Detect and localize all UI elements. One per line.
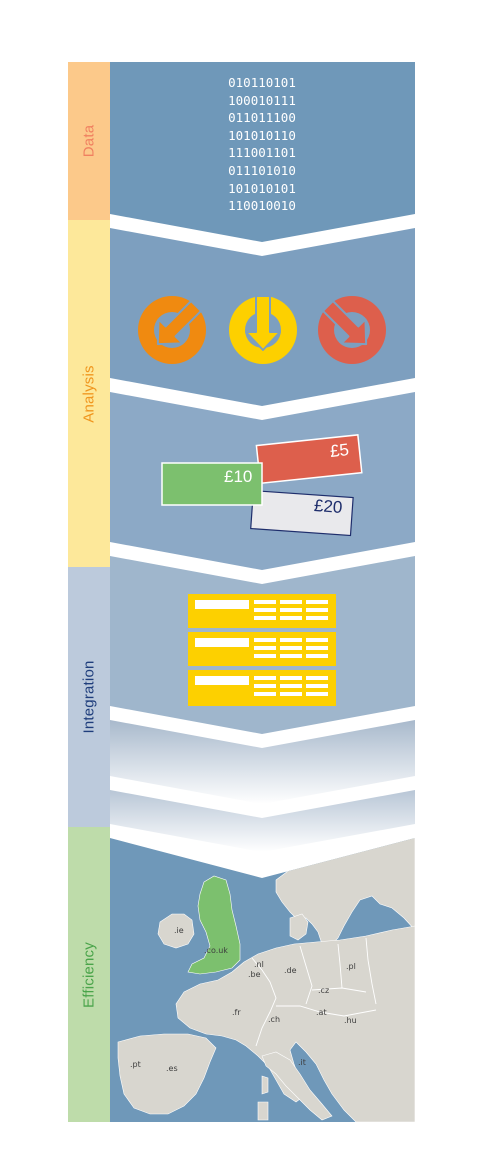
country-code-pl: .pl	[346, 962, 356, 971]
table-icon-1	[188, 594, 336, 628]
country-code-es: .es	[166, 1064, 178, 1073]
country-code-hu: .hu	[344, 1016, 357, 1025]
yellow-arrow-icon	[229, 295, 297, 364]
price-card-20-label: £20	[313, 496, 344, 517]
table-icon-3	[188, 670, 336, 706]
binary-line: 011101010	[228, 162, 296, 178]
arrow-icon-row	[138, 295, 386, 364]
europe-map	[110, 838, 415, 1122]
price-card-10-label: £10	[224, 467, 253, 486]
map-great-britain	[187, 875, 241, 975]
chevron-data	[110, 62, 415, 242]
map-italy	[261, 1051, 333, 1121]
red-arrow-icon	[318, 296, 386, 364]
country-code-pt: .pt	[130, 1060, 141, 1069]
country-code-be: .be	[248, 970, 261, 979]
map-ireland	[157, 913, 195, 949]
table-icon-2	[188, 632, 336, 666]
binary-line: 101010110	[228, 127, 296, 143]
country-code-fr: .fr	[232, 1008, 241, 1017]
country-code-nl: .nl	[254, 960, 264, 969]
stage-band-efficiency: Efficiency	[68, 827, 110, 1122]
binary-line: 100010111	[228, 92, 296, 108]
chevron-fade-1	[110, 720, 415, 804]
chevron-fade-2	[110, 790, 415, 852]
orange-arrow-icon	[138, 296, 206, 364]
country-code-de: .de	[284, 966, 297, 975]
country-code-uk: .co.uk	[204, 946, 228, 955]
map-corsica	[261, 1075, 269, 1095]
country-code-at: .at	[316, 1008, 327, 1017]
map-denmark	[289, 913, 309, 941]
table-icons	[188, 594, 336, 706]
price-card-10	[161, 462, 263, 506]
country-code-ie: .ie	[174, 926, 184, 935]
map-iberia	[117, 1033, 217, 1115]
price-card-20	[250, 489, 354, 537]
price-card-5-label: £5	[329, 440, 350, 461]
price-cards	[161, 434, 363, 537]
country-code-cz: .cz	[318, 986, 330, 995]
binary-line: 010110101	[228, 75, 296, 90]
stage-band-analysis: Analysis	[68, 220, 110, 567]
map-sardinia	[257, 1101, 269, 1121]
binary-line: 011011100	[228, 110, 296, 126]
stage-band-integration: Integration	[68, 567, 110, 827]
binary-line: 110010010	[228, 198, 296, 214]
country-code-ch: .ch	[268, 1015, 281, 1024]
map-borders	[251, 937, 377, 1047]
binary-line: 111001101	[228, 145, 296, 161]
country-code-it: .it	[298, 1058, 306, 1067]
stage-band-data: Data	[68, 62, 110, 220]
binary-line: 101010101	[228, 180, 296, 196]
